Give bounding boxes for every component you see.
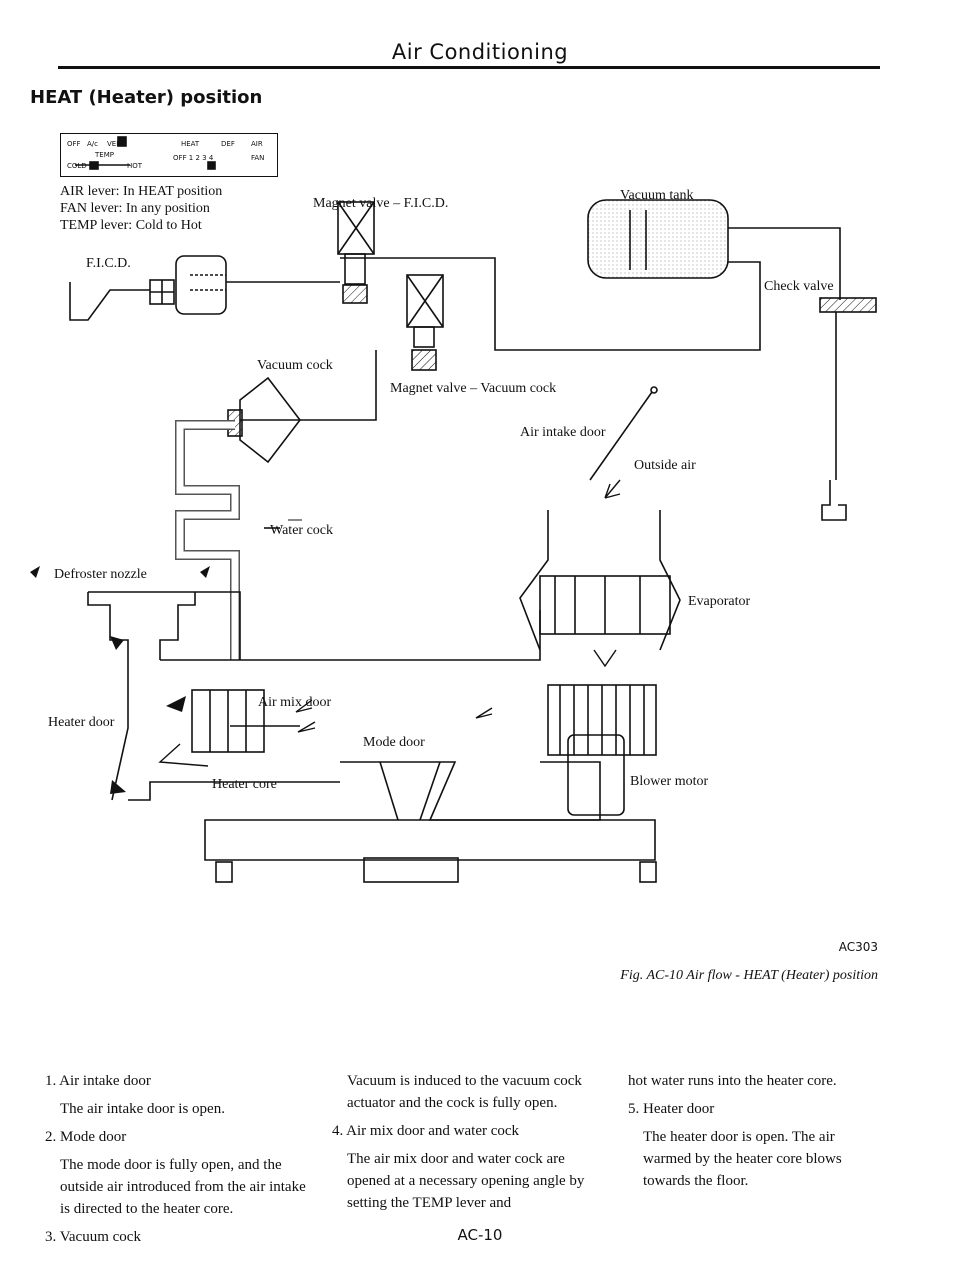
label-magnet-valve-vacuum-cock: Magnet valve – Vacuum cock [390, 381, 557, 396]
panel-label-fan: FAN [251, 154, 265, 162]
label-heater-core: Heater core [212, 777, 277, 792]
body-paragraph: 4. Air mix door and water cock [332, 1123, 520, 1139]
body-paragraph: The mode door is fully open, and the out… [60, 1157, 306, 1217]
label-blower-motor: Blower motor [630, 774, 709, 789]
label-water-cock: Water cock [270, 523, 333, 538]
label-evaporator: Evaporator [688, 594, 751, 609]
check-valve [819, 297, 877, 521]
section-title: HEAT (Heater) position [30, 87, 263, 108]
body-column-3: hot water runs into the heater core. 5. … [628, 1070, 883, 1198]
label-air-mix-door: Air mix door [258, 695, 332, 710]
label-mode-door: Mode door [363, 735, 425, 750]
lever-notes: AIR lever: In HEAT position FAN lever: I… [60, 183, 222, 234]
panel-label-off: OFF [67, 140, 81, 148]
label-ficd: F.I.C.D. [86, 256, 131, 271]
body-paragraph: 5. Heater door [628, 1101, 715, 1117]
body-paragraph: Vacuum is induced to the vacuum cock act… [347, 1073, 582, 1111]
panel-label-def: DEF [221, 140, 235, 148]
header-rule [58, 66, 880, 69]
panel-label-heat: HEAT [181, 140, 200, 148]
body-paragraph: 1. Air intake door [45, 1073, 151, 1089]
figure-caption: Fig. AC-10 Air flow - HEAT (Heater) posi… [620, 968, 878, 983]
body-column-1: 1. Air intake door The air intake door i… [45, 1070, 317, 1254]
label-outside-air: Outside air [634, 458, 696, 473]
lever-note: TEMP lever: Cold to Hot [60, 218, 202, 233]
air-intake-door-linkage [589, 386, 658, 481]
heater-core [191, 689, 300, 753]
label-magnet-valve-ficd: Magnet valve – F.I.C.D. [313, 196, 449, 211]
air-flow-arrows [158, 479, 621, 767]
ficd-actuator [69, 255, 227, 321]
evaporator-unit [519, 510, 681, 651]
body-paragraph: 2. Mode door [45, 1129, 127, 1145]
page-header-title: Air Conditioning [391, 40, 569, 64]
floor-duct [204, 761, 657, 883]
page-number: AC-10 [457, 1226, 503, 1244]
blower-unit [547, 684, 657, 816]
panel-label-vent: VENT [107, 140, 126, 148]
label-vacuum-cock: Vacuum cock [257, 358, 333, 373]
lever-note: FAN lever: In any position [60, 201, 210, 216]
panel-label-hot: HOT [127, 162, 143, 170]
magnet-valve-ficd [337, 201, 375, 304]
label-defroster-nozzle: Defroster nozzle [54, 567, 147, 582]
control-panel: OFF A/c VENT HEAT DEF AIR TEMP COLD HOT … [60, 133, 278, 177]
figure-code: AC303 [838, 940, 878, 954]
magnet-valve-vacuum-cock [406, 274, 444, 371]
vacuum-tank [587, 199, 729, 279]
panel-label-air: AIR [251, 140, 263, 148]
panel-label-cold: COLD [67, 162, 87, 170]
fan-lever-knob [207, 161, 216, 170]
body-paragraph: The air mix door and water cock are open… [347, 1151, 585, 1211]
air-lever-knob [117, 136, 127, 147]
body-paragraph: The air intake door is open. [60, 1101, 225, 1117]
vacuum-lines [226, 227, 841, 421]
hot-water-pipe [175, 420, 302, 660]
body-paragraph: hot water runs into the heater core. [628, 1073, 837, 1089]
body-paragraph: The heater door is open. The air warmed … [643, 1129, 842, 1189]
direction-arrows [30, 566, 210, 794]
panel-label-temp: TEMP [95, 151, 114, 159]
label-vacuum-tank: Vacuum tank [620, 188, 694, 203]
label-air-intake-door: Air intake door [520, 425, 606, 440]
panel-fan-scale: OFF 1 2 3 4 [173, 154, 214, 162]
label-check-valve: Check valve [764, 279, 834, 294]
lever-note: AIR lever: In HEAT position [60, 184, 223, 199]
label-heater-door: Heater door [48, 715, 115, 730]
temp-lever-knob [89, 161, 99, 170]
body-paragraph: 3. Vacuum cock [45, 1229, 141, 1245]
panel-label-ac: A/c [87, 140, 98, 148]
body-column-2: Vacuum is induced to the vacuum cock act… [332, 1070, 602, 1220]
